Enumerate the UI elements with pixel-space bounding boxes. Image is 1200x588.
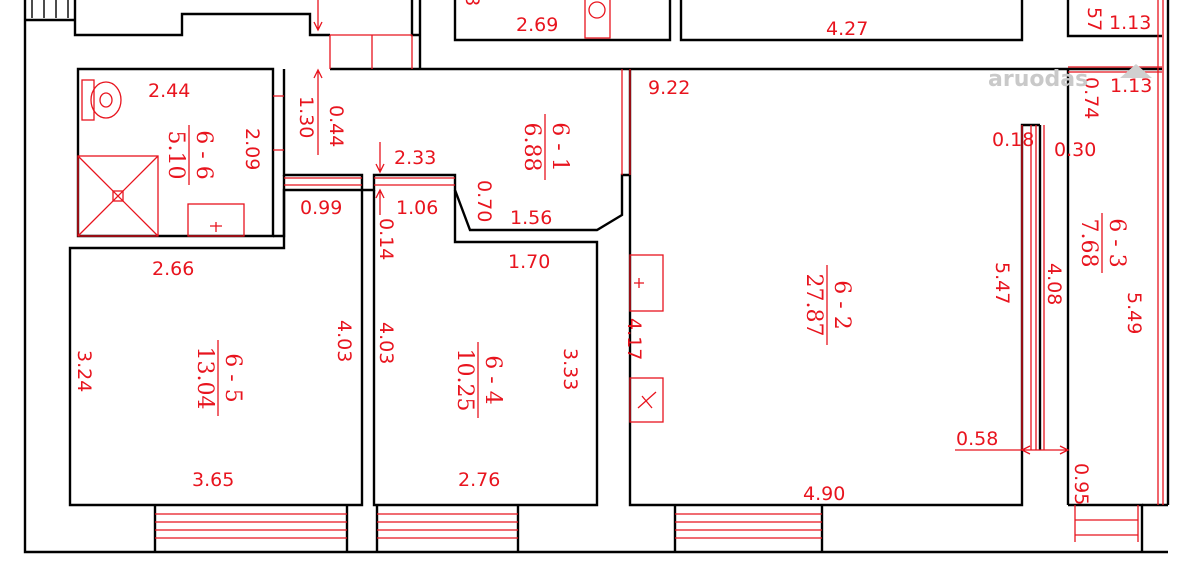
room-code: 6 - 1 (547, 122, 572, 171)
room-area: 7.68 (1076, 219, 1101, 268)
dim-text: 1.13 (1110, 75, 1152, 97)
room-label-6-5: 6 - 5 13.04 (192, 340, 245, 416)
dim-text: 4.17 (623, 318, 645, 360)
room-area: 5.10 (163, 131, 188, 180)
dim-text: 3.24 (73, 350, 95, 392)
dim-text: 2.66 (152, 258, 194, 280)
dim-text: 8 (461, 0, 483, 6)
room-area: 27.87 (801, 274, 826, 337)
watermark: aruodas (988, 64, 1152, 92)
dim-text: 2.44 (148, 80, 190, 102)
room-code: 6 - 6 (191, 130, 216, 179)
dim-text: 4.03 (375, 322, 397, 364)
dim-text: 4.90 (803, 483, 845, 505)
window-middle (375, 505, 520, 552)
dimensions: 2.69 4.27 1.13 57 1.13 8 2.44 0.44 1.30 … (73, 0, 1152, 505)
dim-text: 9.22 (648, 77, 690, 99)
room-label-6-6: 6 - 6 5.10 (163, 125, 216, 185)
dim-text: 0.58 (956, 428, 998, 450)
dim-text: 2.09 (241, 128, 263, 170)
dim-text: 2.33 (394, 147, 436, 169)
radiator-icon (629, 254, 664, 312)
walls (23, 0, 1170, 554)
dim-text: 2.76 (458, 469, 500, 491)
dim-text: 1.56 (510, 207, 552, 229)
watermark-text: aruodas (988, 67, 1088, 92)
window-right (673, 505, 824, 552)
room-area: 13.04 (192, 347, 217, 410)
dim-text: 0.18 (992, 129, 1034, 151)
dim-text: 1.06 (396, 197, 438, 219)
room-code: 6 - 3 (1104, 218, 1129, 267)
dim-text: 4.27 (826, 18, 868, 40)
dim-text: 0.99 (300, 197, 342, 219)
gas-meter-icon (629, 377, 664, 423)
dim-text: 1.70 (508, 251, 550, 273)
room-code: 6 - 2 (829, 280, 854, 329)
room-area: 6.88 (519, 123, 544, 172)
room-area: 10.25 (452, 349, 477, 412)
dim-text: 0.44 (325, 105, 347, 147)
dim-text: 3.65 (192, 469, 234, 491)
dim-text: 1.13 (1109, 12, 1151, 34)
dim-text: 57 (1083, 7, 1105, 31)
room-label-6-4: 6 - 4 10.25 (452, 342, 505, 418)
dim-text: 4.03 (333, 320, 355, 362)
dim-text: 0.70 (473, 180, 495, 222)
top-toilet-icon (584, 0, 611, 39)
room-label-6-3: 6 - 3 7.68 (1076, 213, 1129, 273)
dim-text: 3.33 (559, 348, 581, 390)
dim-text: 0.95 (1070, 463, 1092, 505)
room-label-6-1: 6 - 1 6.88 (519, 114, 572, 180)
shower-tray-icon (77, 155, 159, 237)
dim-text: 0.30 (1054, 139, 1096, 161)
dim-text: 0.14 (375, 218, 397, 260)
sink-icon (187, 203, 245, 237)
window-left (153, 505, 349, 552)
dim-text: 5.49 (1123, 292, 1145, 334)
dim-text: 1.30 (295, 96, 317, 138)
room-code: 6 - 5 (220, 353, 245, 402)
dim-text: 0.74 (1080, 77, 1102, 119)
door-frame-top (329, 34, 413, 69)
toilet-icon (81, 79, 122, 121)
fixtures (77, 0, 1164, 542)
room-label-6-2: 6 - 2 27.87 (801, 265, 854, 345)
dim-text: 4.08 (1043, 263, 1065, 305)
dim-text: 5.47 (991, 262, 1013, 304)
house-icon (1120, 64, 1152, 78)
room-code: 6 - 4 (480, 355, 505, 404)
dim-text: 2.69 (516, 14, 558, 36)
